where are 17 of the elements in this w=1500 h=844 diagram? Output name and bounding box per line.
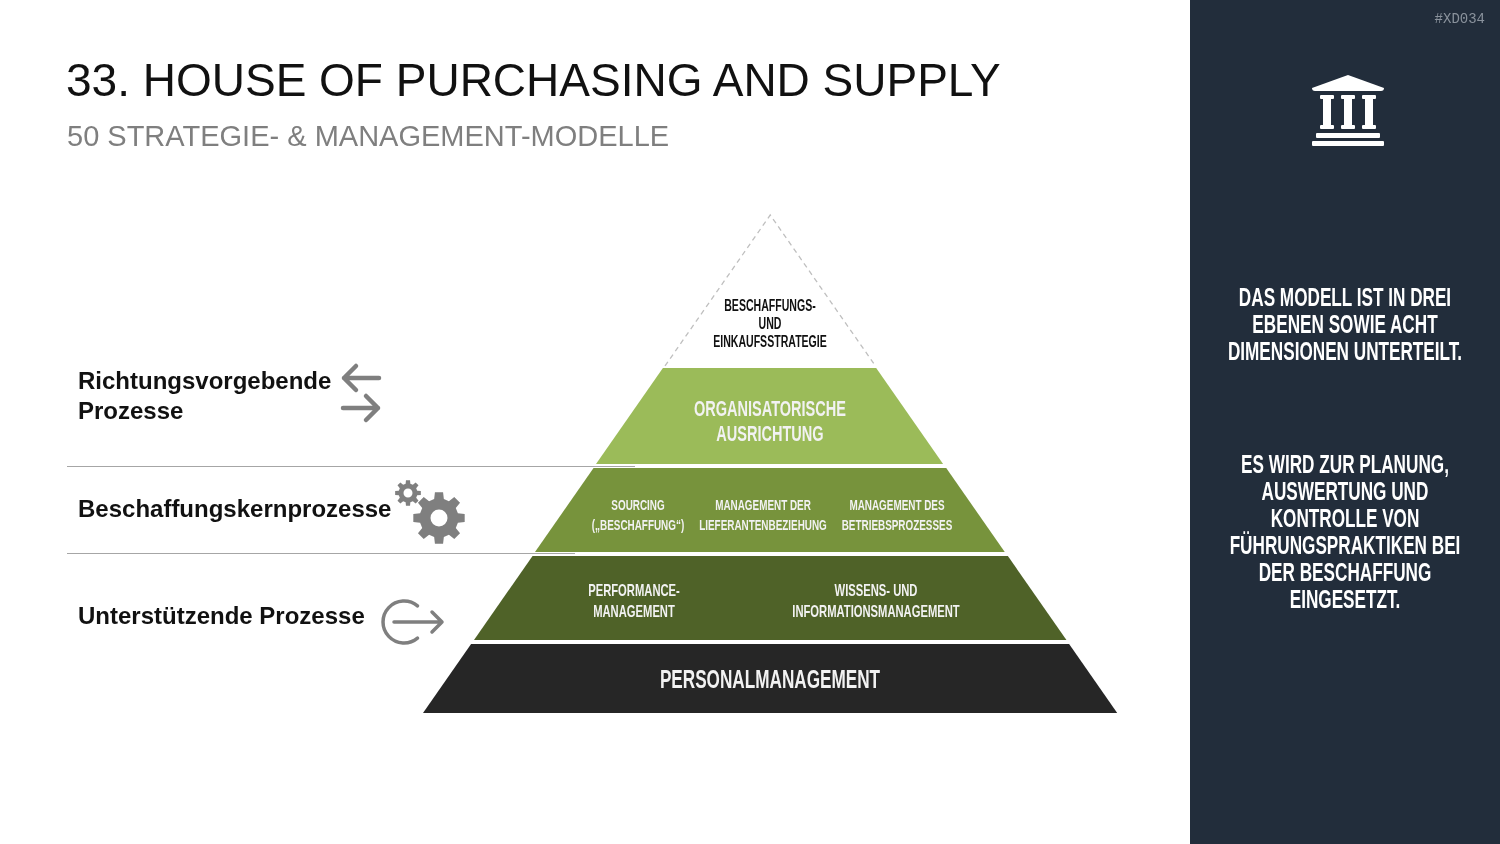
tier-label: PERFORMANCE- MANAGEMENT [587, 580, 681, 622]
process-category-label: Richtungsvorgebende Prozesse [78, 366, 333, 426]
process-category-label: Unterstützende Prozesse [78, 601, 365, 631]
tier-label: BESCHAFFUNGS- UND EINKAUFSSTRATEGIE [712, 297, 828, 351]
slide-title: 33. HOUSE OF PURCHASING AND SUPPLY [66, 53, 1001, 108]
description-text: ES WIRD ZUR PLANUNG, AUSWERTUNG UND KONTROLLE VON FÜHRUNGSPRAKTIKEN BEI DER BESCHAFFUNG EINGESETZT. [1228, 451, 1462, 613]
slide-code: #XD034 [1434, 11, 1485, 27]
tier-label: PERSONALMANAGEMENT [658, 664, 882, 694]
tier-label: WISSENS- UND INFORMATIONSMANAGEMENT [791, 580, 961, 622]
process-category-label: Beschaffungskernprozesse [78, 494, 392, 524]
tier-label: ORGANISATORISCHE AUSRICHTUNG [693, 396, 847, 446]
tier-label: SOURCING („BESCHAFFUNG“) [590, 495, 686, 535]
tier-label: MANAGEMENT DES BETRIEBSPROZESSES [840, 495, 954, 535]
sidebar-panel [1190, 0, 1500, 844]
slide-subtitle: 50 STRATEGIE- & MANAGEMENT-MODELLE [67, 119, 670, 154]
description-text: DAS MODELL IST IN DREI EBENEN SOWIE ACHT DIMENSIONEN UNTERTEILT. [1226, 284, 1464, 365]
tier-label: MANAGEMENT DER LIEFERANTENBEZIEHUNG [698, 495, 828, 535]
